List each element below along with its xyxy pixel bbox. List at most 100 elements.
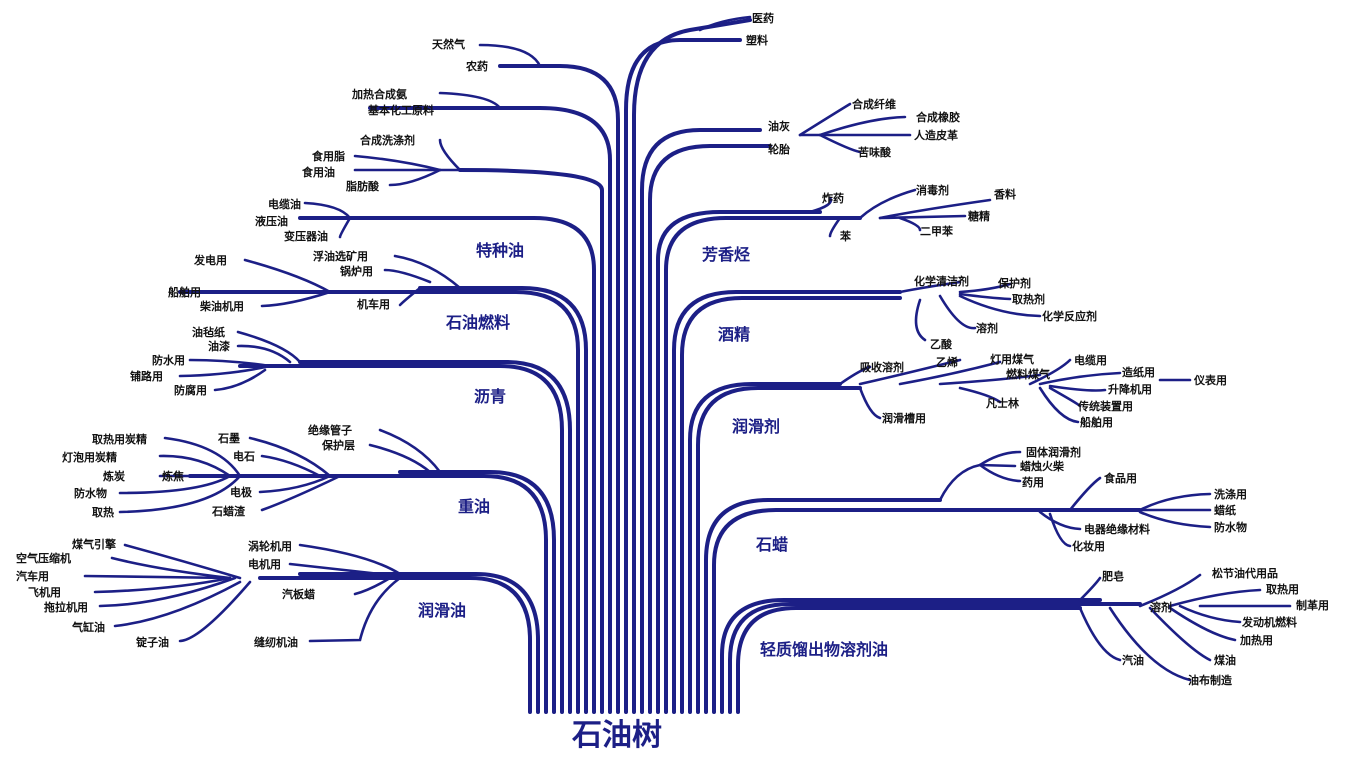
label-fadianyong: 发电用 — [193, 253, 227, 267]
stem-lubricant — [688, 382, 842, 714]
label-shilazha: 石蜡渣 — [211, 504, 246, 518]
stem-center-1 — [624, 38, 742, 714]
category-lube-oil: 润滑油 — [418, 601, 466, 620]
trunk — [178, 18, 1142, 714]
twigs-left — [83, 43, 542, 643]
label-baohuji: 保护剂 — [997, 276, 1031, 290]
label-feizao: 肥皂 — [1102, 569, 1124, 583]
label-shengjiangji: 升降机用 — [1108, 382, 1152, 396]
label-luntai: 轮胎 — [768, 142, 790, 156]
label-woluniji: 涡轮机用 — [248, 539, 292, 553]
label-dianqi-jueyuan: 电器绝缘材料 — [1084, 522, 1150, 536]
stem-paraffin — [704, 498, 942, 714]
label-dianshi: 电石 — [233, 449, 255, 463]
label-fanshilin: 凡士林 — [986, 396, 1019, 410]
category-lubricant: 润滑剂 — [732, 417, 780, 436]
label-baohuceng: 保护层 — [321, 438, 355, 452]
label-jiareyong: 加热用 — [1239, 633, 1273, 647]
category-aromatics: 芳香烃 — [702, 245, 750, 264]
label-tianranqi: 天然气 — [432, 37, 465, 51]
label-qicheyong: 汽车用 — [16, 569, 49, 583]
label-yaoyong: 药用 — [1022, 475, 1044, 489]
label-qureji: 取热剂 — [1012, 292, 1045, 306]
label-zhigeyong: 制革用 — [1296, 598, 1329, 612]
stem-solvent-3 — [736, 606, 1082, 714]
label-meiyou: 煤油 — [1214, 653, 1236, 667]
label-rongji-1: 溶剂 — [976, 321, 998, 335]
label-rongji-2: 溶剂 — [1150, 600, 1172, 614]
label-kuweisuan: 苦味酸 — [858, 145, 892, 159]
stem-aromatics-2 — [664, 216, 862, 714]
category-labels: 特种油 石油燃料 沥青 重油 润滑油 芳香烃 酒精 润滑剂 石蜡 轻质馏出物溶剂… — [418, 241, 888, 659]
label-chuanboyong: 船舶用 — [168, 285, 201, 299]
stem-lube-oil-2 — [298, 572, 540, 714]
label-tantan: 炼炭 — [103, 469, 125, 483]
label-tuolajiyong: 拖拉机用 — [44, 600, 88, 614]
label-zaozhiyong: 造纸用 — [1122, 365, 1155, 379]
label-hecheng-xidi: 合成洗涤剂 — [360, 133, 415, 147]
label-dianlanyou: 电缆油 — [268, 197, 301, 211]
label-xidiyong: 洗涤用 — [1214, 487, 1247, 501]
label-youhui: 油灰 — [768, 119, 790, 133]
label-tangjing: 糖精 — [968, 209, 990, 223]
diagram-title: 石油树 — [571, 718, 662, 753]
label-songjieyou: 松节油代用品 — [1212, 566, 1278, 580]
stem-heavy-oil — [188, 474, 548, 714]
category-solvent: 轻质馏出物溶剂油 — [760, 640, 888, 659]
stem-fuel-2 — [418, 286, 588, 714]
label-huaxue-fanying: 化学反应剂 — [1042, 309, 1097, 323]
label-fangshuiyong: 防水用 — [152, 353, 185, 367]
stem-asphalt — [238, 364, 564, 714]
label-yiyao: 医药 — [752, 11, 774, 25]
label-youqi: 油漆 — [208, 339, 230, 353]
label-yisuan: 乙酸 — [930, 337, 953, 351]
label-dianjiyong: 电机用 — [248, 557, 281, 571]
label-fangshuiwu: 防水物 — [74, 486, 107, 500]
label-huazhuangyong: 化妆用 — [1072, 539, 1105, 553]
label-chaiyou-jiyong: 柴油机用 — [199, 299, 244, 313]
label-hecheng-xianwei: 合成纤维 — [852, 97, 896, 111]
label-dingziyou: 锭子油 — [136, 635, 169, 649]
label-shiyongzhi: 食用脂 — [312, 149, 345, 163]
label-meiqiyinqing: 煤气引擎 — [72, 537, 116, 551]
category-fuel: 石油燃料 — [445, 313, 510, 332]
stem-solvent-2 — [728, 602, 1142, 714]
label-jiben-huagong: 基本化工原料 — [367, 103, 434, 117]
label-qigangyou: 气缸油 — [71, 620, 105, 634]
label-chuantong-zhuangzhi: 传统装置用 — [1077, 399, 1133, 413]
stem-putty — [640, 128, 762, 714]
label-qibanla: 汽板蜡 — [282, 587, 315, 601]
stem-tire — [648, 144, 772, 714]
label-fangshuiwu-2: 防水物 — [1214, 520, 1247, 534]
label-guoluyong: 锅炉用 — [340, 264, 373, 278]
label-fangfuyong: 防腐用 — [174, 383, 207, 397]
stem-lube-oil — [258, 576, 532, 714]
label-dianlanyong: 电缆用 — [1074, 353, 1107, 367]
category-asphalt: 沥青 — [474, 387, 506, 406]
label-dengyong-meiqi: 灯用煤气 — [990, 352, 1034, 366]
label-lazhu-huochai: 蜡烛火柴 — [1020, 459, 1065, 473]
label-zhayao: 炸药 — [822, 191, 844, 205]
label-fengrenjiyou: 缝纫机油 — [254, 635, 298, 649]
label-hecheng-xiangjiao: 合成橡胶 — [916, 110, 960, 124]
label-qure: 取热 — [92, 505, 114, 519]
leaf-labels: 医药 塑料 天然气 农药 加热合成氨 基本化工原料 合成洗涤剂 食用脂 食用油 … — [16, 11, 1329, 687]
label-qiyou: 汽油 — [1122, 653, 1144, 667]
label-fuyou-xuankuang: 浮油选矿用 — [313, 249, 368, 263]
stem-aromatics — [656, 210, 822, 714]
label-zhifangsuan: 脂肪酸 — [345, 179, 380, 193]
label-ranliao-meiqi: 燃料煤气 — [1005, 367, 1050, 381]
label-shiyongyou: 食用油 — [302, 165, 335, 179]
label-fadongji-ranliao: 发动机燃料 — [1241, 615, 1297, 629]
label-yixi: 乙烯 — [936, 355, 958, 369]
label-dengpao-tanjing: 灯泡用炭精 — [62, 450, 117, 464]
label-qure-tanjing: 取热用炭精 — [92, 432, 147, 446]
stem-alcohol-2 — [680, 296, 902, 714]
stem-special-oil — [298, 216, 596, 714]
label-lazhi: 蜡纸 — [1214, 503, 1236, 517]
label-youbu-zhizao: 油布制造 — [1188, 673, 1233, 687]
stem-solvent — [720, 598, 1102, 714]
label-erjiaben: 二甲苯 — [920, 224, 954, 238]
label-lianjiao: 炼焦 — [162, 469, 184, 483]
